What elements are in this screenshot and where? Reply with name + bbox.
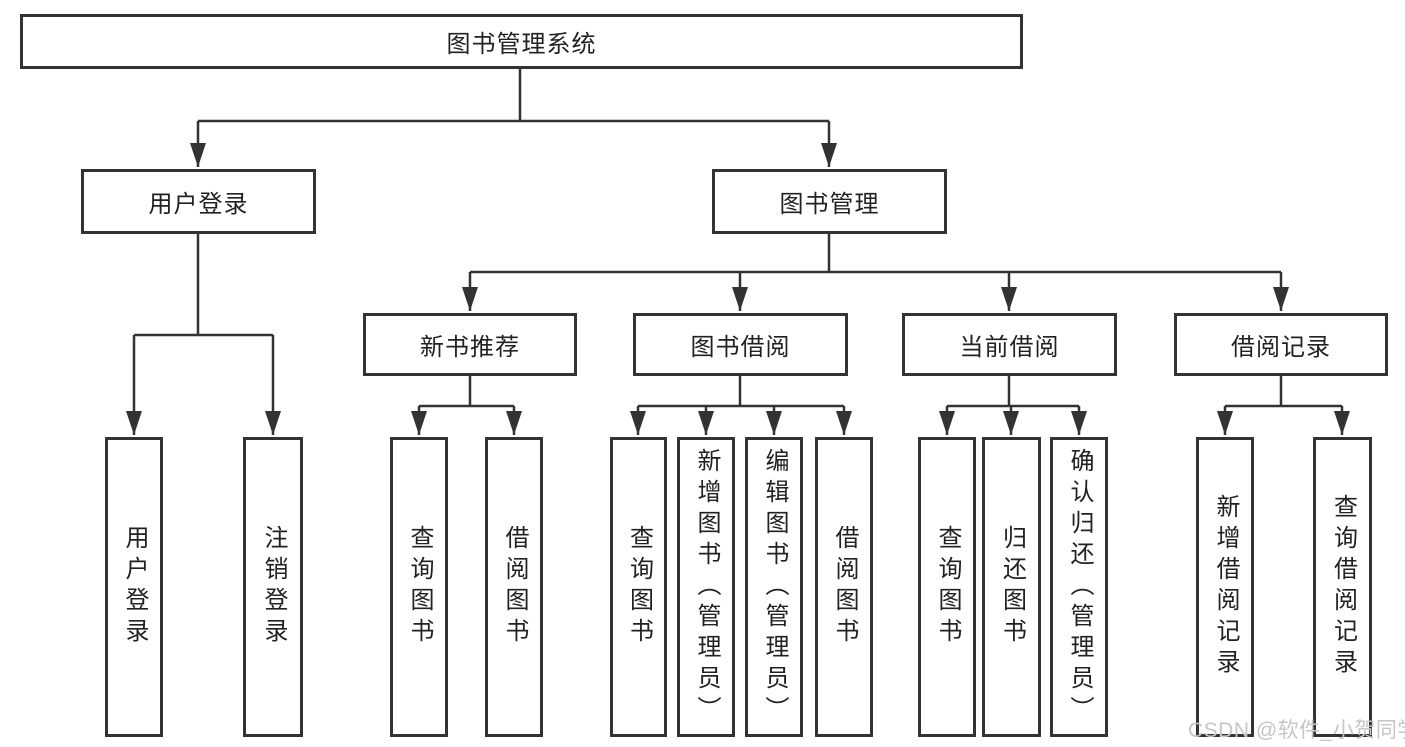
- section-box-borrow-record: 借阅记录: [1174, 313, 1388, 376]
- edges-management-to-sections: [462, 232, 1289, 311]
- leaf-box-logout: 注销登录: [243, 437, 303, 737]
- leaf-box-user-login: 用户登录: [105, 437, 163, 737]
- section-box-new-book-recommend: 新书推荐: [363, 313, 577, 376]
- branch-box-user-login: 用户登录: [81, 169, 316, 234]
- leaf-box-query-book: 查询图书: [390, 437, 448, 737]
- edges-root-to-branches: [190, 66, 837, 167]
- leaf-box-borrow-book: 借阅图书: [815, 437, 873, 737]
- edges-recommend-to-leaves: [411, 374, 522, 435]
- section-box-current-borrow: 当前借阅: [902, 313, 1117, 376]
- edges-record-to-leaves: [1217, 374, 1350, 435]
- leaf-box-query-borrow-record: 查询借阅记录: [1313, 437, 1372, 737]
- leaf-box-query-book: 查询图书: [918, 437, 976, 737]
- leaf-box-borrow-book: 借阅图书: [485, 437, 543, 737]
- edges-login-to-leaves: [126, 232, 281, 435]
- leaf-box-confirm-return-admin: 确认归还（管理员）: [1050, 437, 1108, 737]
- edges-current-to-leaves: [939, 374, 1087, 435]
- leaf-box-add-book-admin: 新增图书（管理员）: [677, 437, 735, 737]
- root-box-library-system: 图书管理系统: [20, 14, 1023, 69]
- leaf-box-add-borrow-record: 新增借阅记录: [1196, 437, 1254, 737]
- leaf-box-return-book: 归还图书: [982, 437, 1041, 737]
- edges-borrow-to-leaves: [630, 374, 852, 435]
- leaf-box-edit-book-admin: 编辑图书（管理员）: [745, 437, 803, 737]
- leaf-box-query-book: 查询图书: [610, 437, 667, 737]
- csdn-watermark: CSDN @软件_小贺同学: [1188, 719, 1405, 742]
- branch-box-book-management: 图书管理: [712, 169, 947, 234]
- section-box-book-borrow: 图书借阅: [633, 313, 848, 376]
